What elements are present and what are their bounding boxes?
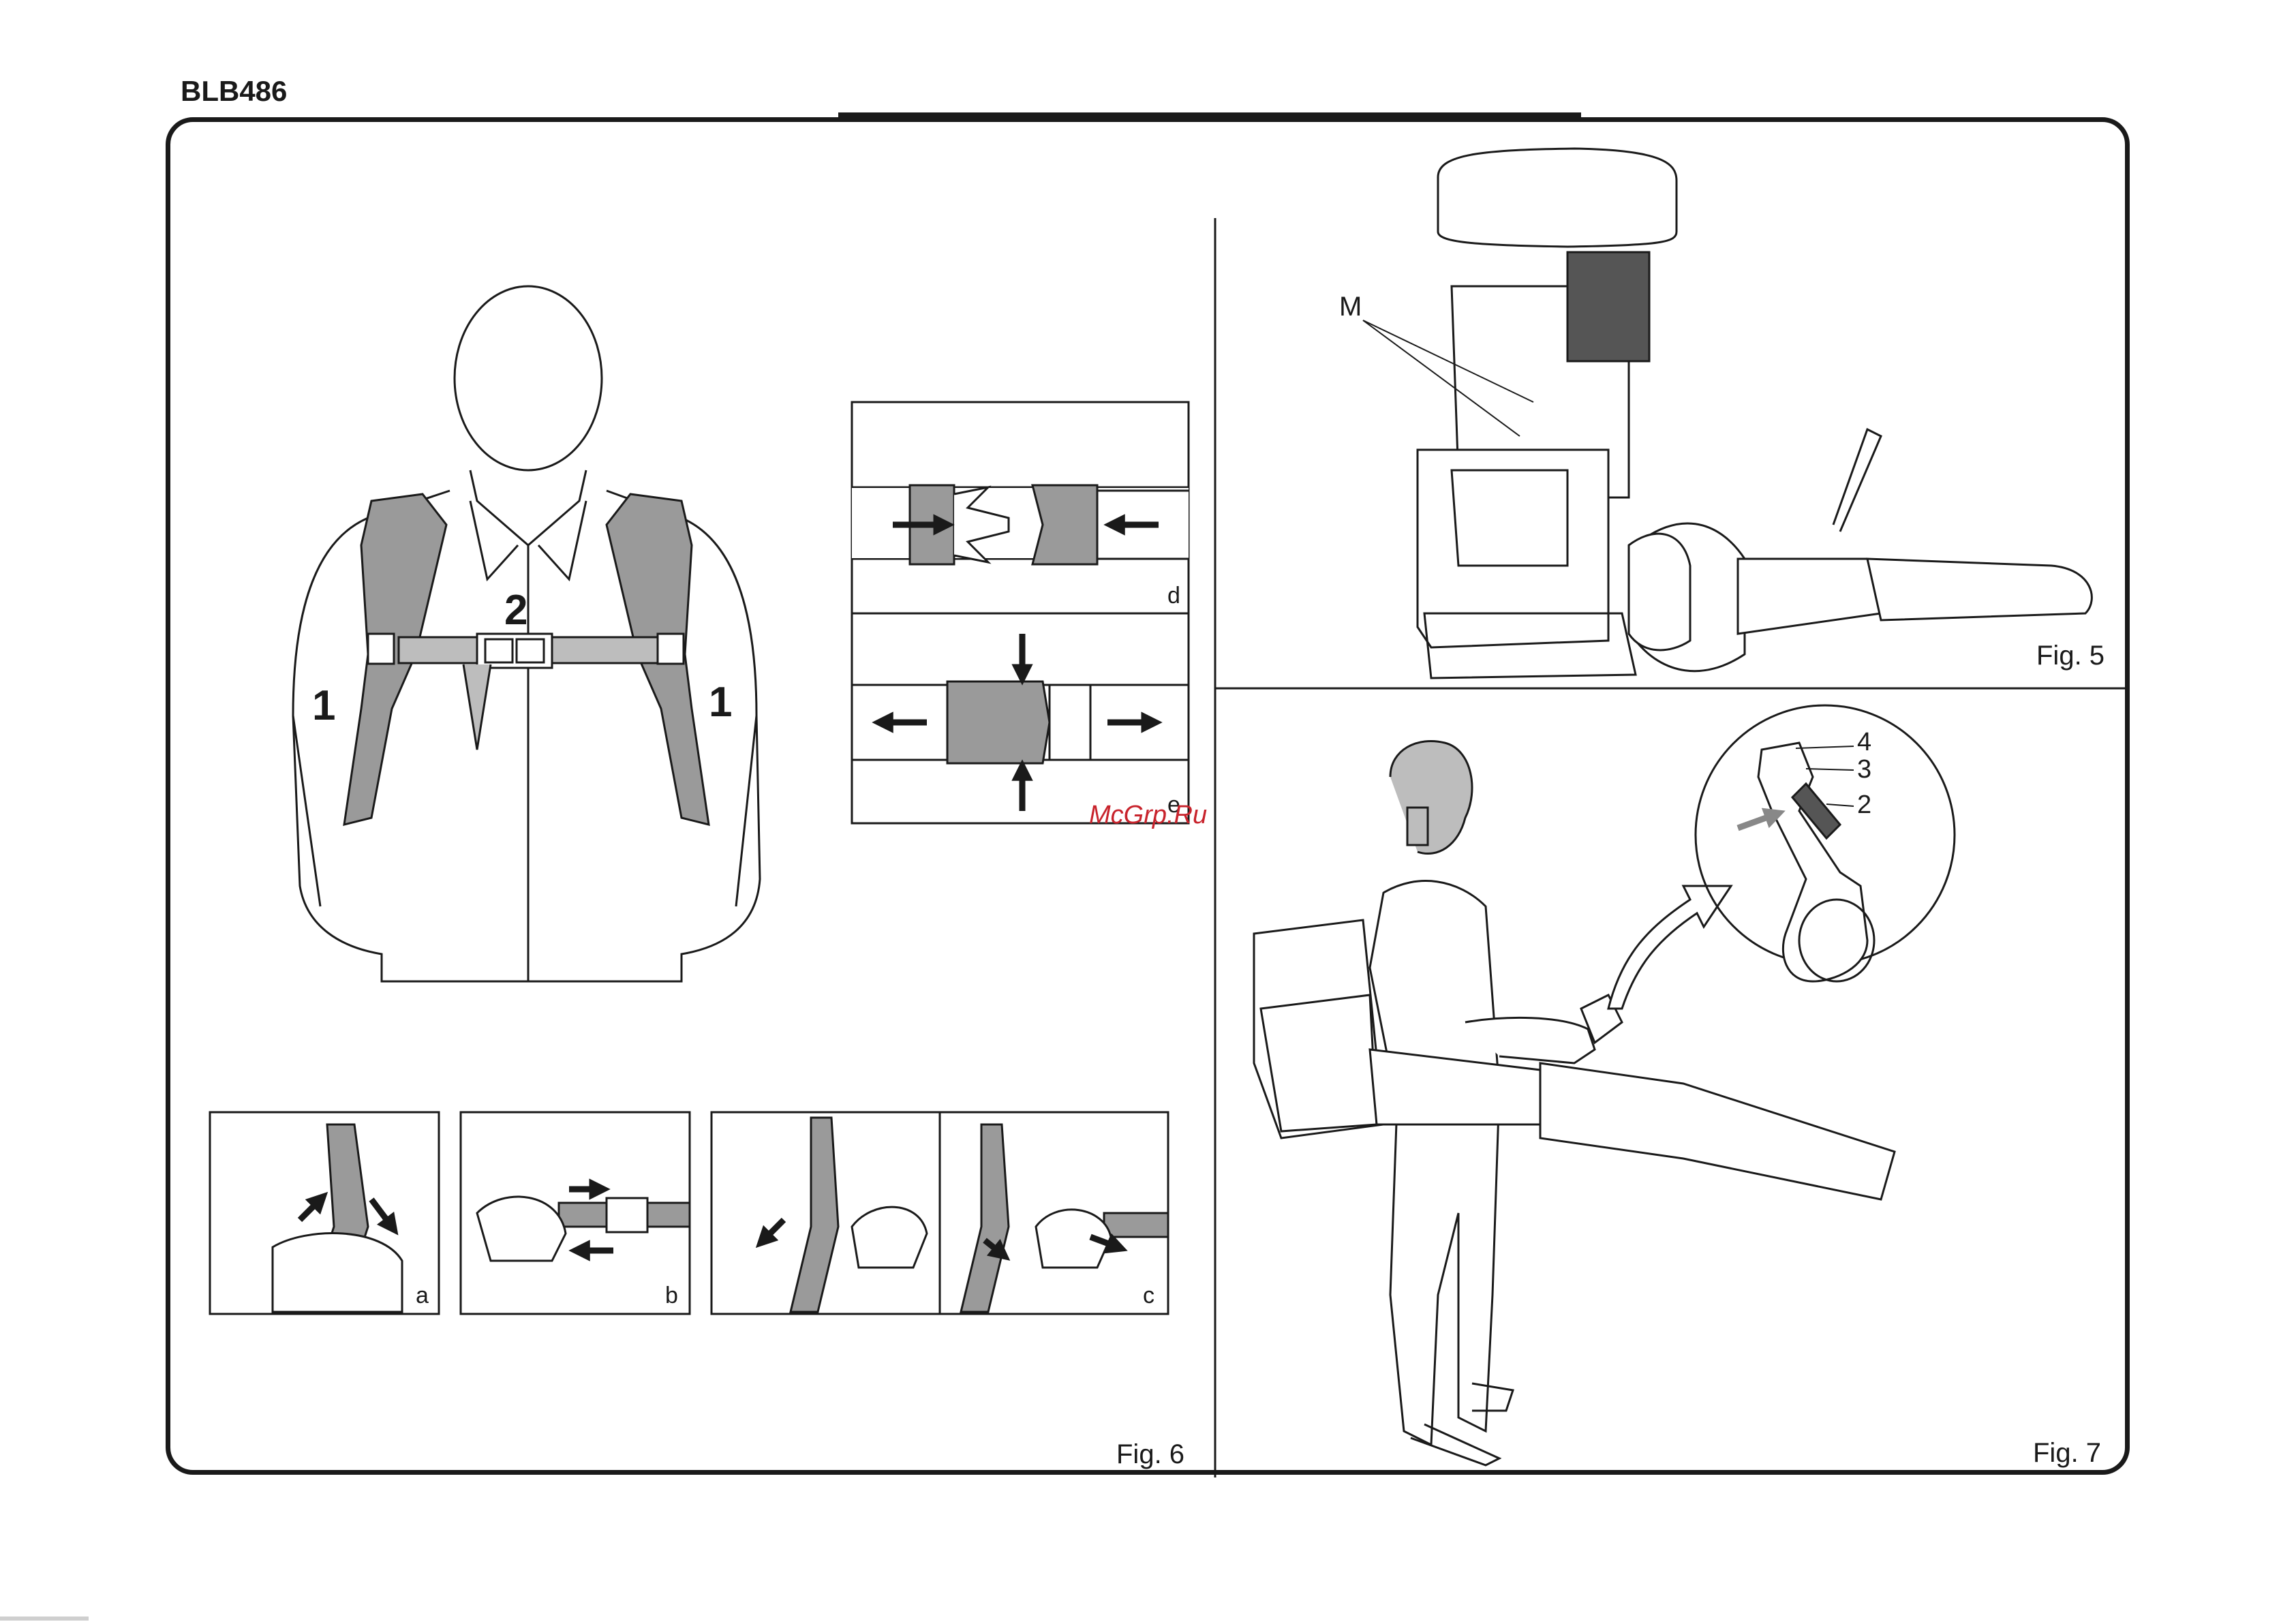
panel-label-a: a — [416, 1283, 429, 1309]
figure-caption-7: Fig. 7 — [2033, 1438, 2101, 1469]
buckle-panel-d — [852, 485, 1189, 564]
chest-strap — [368, 634, 684, 750]
panel-label-d: d — [1167, 583, 1180, 609]
callout-4-handle: 4 — [1857, 728, 1871, 757]
watermark: McGrp.Ru — [1089, 801, 1207, 830]
callout-1-right-strap: 1 — [709, 678, 732, 726]
figure-caption-6: Fig. 6 — [1116, 1439, 1184, 1470]
figure-caption-5: Fig. 5 — [2036, 641, 2104, 671]
panel-a-art — [273, 1124, 402, 1312]
callout-2-handle: 2 — [1857, 791, 1871, 820]
callout-1-left-strap: 1 — [312, 681, 335, 730]
callout-2-chest-strap: 2 — [504, 586, 527, 634]
panel-c-art — [763, 1118, 1168, 1312]
callout-arrow — [1608, 886, 1731, 1009]
panel-label-c: c — [1143, 1283, 1154, 1309]
buckle-panel-e — [852, 634, 1189, 811]
panel-b-art — [477, 1189, 690, 1261]
page-edge-mark — [0, 1617, 89, 1621]
panel-label-b: b — [665, 1283, 678, 1309]
callout-m-battery-mount: M — [1339, 292, 1362, 322]
handle-detail-circle — [1696, 705, 1955, 981]
callout-3-handle: 3 — [1857, 755, 1871, 784]
battery-housing-illustration — [1363, 149, 2092, 678]
